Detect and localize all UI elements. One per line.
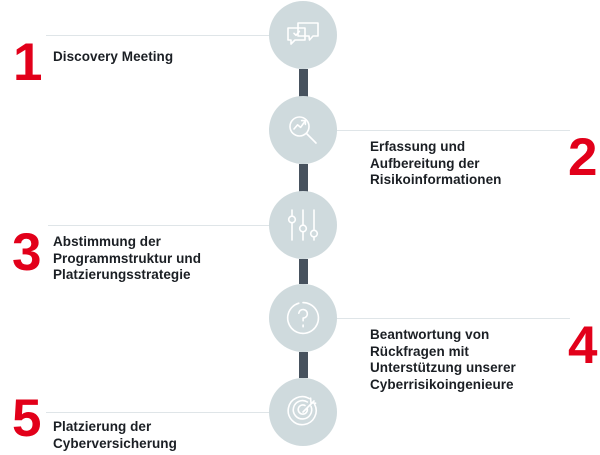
step-label-3: Abstimmung der Programmstruktur und Plat… — [53, 234, 202, 282]
timeline-node-3 — [269, 191, 337, 259]
step-label-4: Beantwortung von Rückfragen mit Unterstü… — [370, 327, 516, 392]
timeline-node-1 — [269, 1, 337, 69]
timeline-node-5 — [269, 378, 337, 446]
step-number-1: 1 — [13, 33, 43, 92]
step-number-4: 4 — [568, 316, 598, 375]
step-number-5: 5 — [12, 389, 42, 448]
connector-rule-step-2 — [330, 130, 570, 131]
timeline-node-4 — [269, 284, 337, 352]
spine-segment-3-4 — [299, 259, 308, 284]
connector-rule-step-4 — [330, 318, 570, 319]
spine-segment-2-3 — [299, 164, 308, 192]
spine-segment-1-2 — [299, 69, 308, 97]
step-number-2: 2 — [568, 128, 598, 187]
step-number-3: 3 — [12, 223, 42, 282]
step-label-2: Erfassung und Aufbereitung der Risikoinf… — [370, 139, 502, 187]
connector-rule-step-1 — [46, 35, 278, 36]
timeline-node-2 — [269, 96, 337, 164]
spine-segment-4-5 — [299, 352, 308, 378]
connector-rule-step-3 — [48, 225, 278, 226]
step-label-1: Discovery Meeting — [53, 49, 174, 64]
connector-rule-step-5 — [46, 412, 278, 413]
step-label-5: Platzierung der Cyberversicherung — [53, 419, 177, 451]
